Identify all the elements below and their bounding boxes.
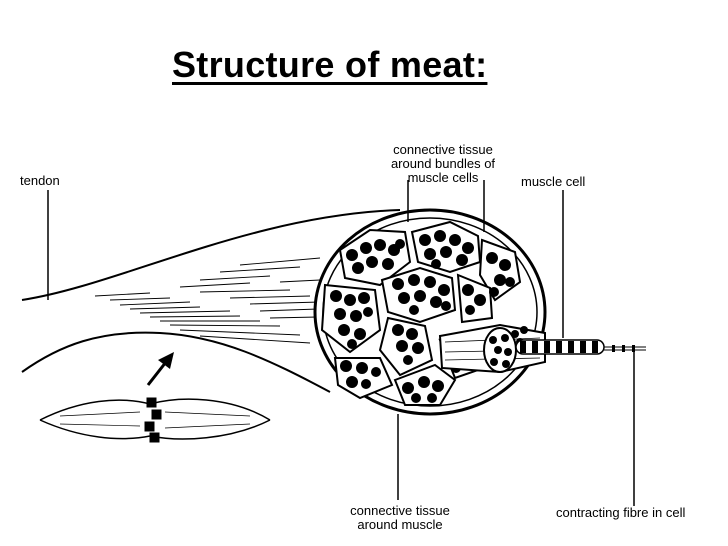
muscle-cell-extension <box>438 323 546 374</box>
leader-lines <box>47 180 635 506</box>
contracting-fibre <box>515 339 646 355</box>
muscle-body <box>21 209 401 393</box>
muscle-cross-section <box>313 208 646 416</box>
tendon-fibres <box>94 257 321 344</box>
contracting-link <box>144 397 162 443</box>
label-connective-muscle-line-2: around muscle <box>357 517 443 532</box>
label-connective-tissue-muscle: connective tissue around muscle <box>330 504 470 532</box>
label-connective-tissue-bundles: connective tissue around bundles of musc… <box>368 143 518 185</box>
label-connective-bundles-line-3: muscle cells <box>407 170 479 185</box>
label-connective-bundles-line-1: connective tissue <box>393 142 493 157</box>
label-contracting-fibre: contracting fibre in cell <box>556 505 686 520</box>
label-connective-muscle-line-1: connective tissue <box>350 503 450 518</box>
page-title: Structure of meat: <box>172 44 488 85</box>
label-muscle-cell: muscle cell <box>521 174 586 189</box>
label-connective-bundles-line-2: around bundles of <box>390 156 496 171</box>
arrow-icon <box>146 352 174 386</box>
label-tendon: tendon <box>20 173 60 188</box>
muscle-cell-dots <box>330 230 515 403</box>
